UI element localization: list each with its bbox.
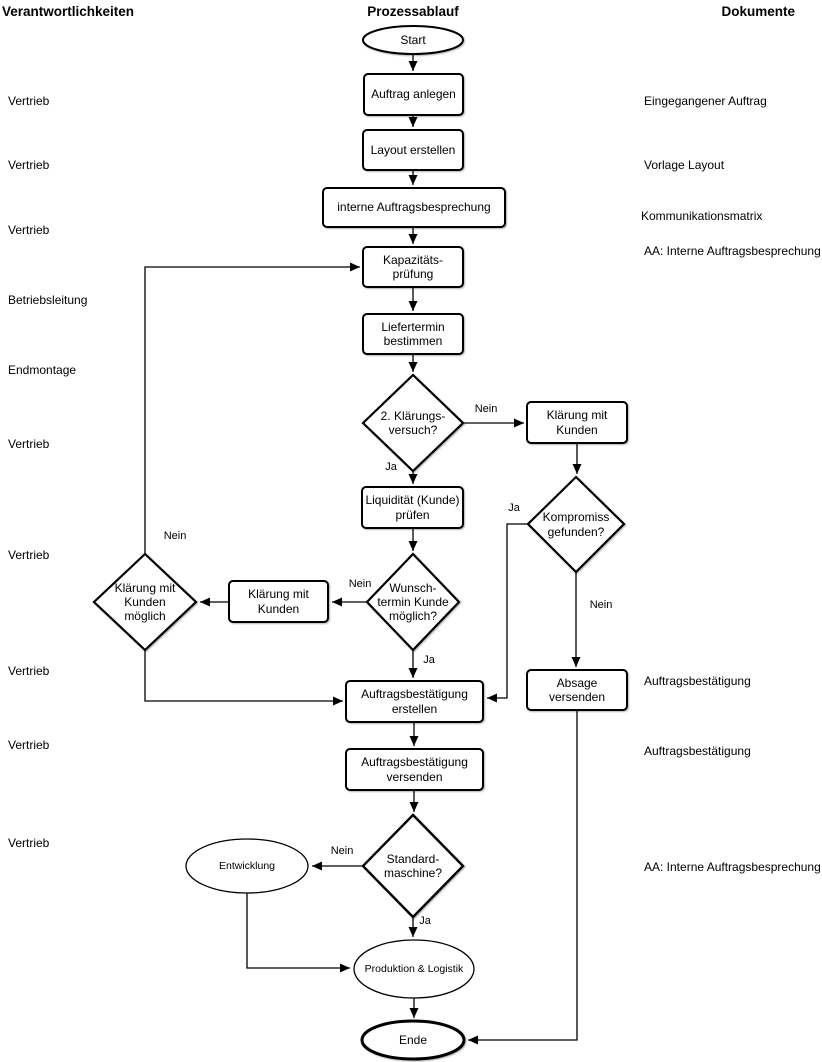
responsibility-label: Vertrieb	[8, 158, 50, 172]
node-shapes	[92, 25, 628, 1061]
ende-ellipse	[360, 1019, 466, 1061]
klaerung-moeglich-diamond	[92, 552, 198, 652]
document-label: Auftragsbestätigung	[644, 674, 751, 688]
edge-label-kompromiss-ja: Ja	[508, 502, 520, 514]
klaerungsversuch-diamond	[361, 373, 465, 473]
node-label-klaerung-kunden-1: Klärung mit Kunden	[546, 408, 608, 437]
node-label-ende: Ende	[398, 1032, 428, 1047]
node-label-auftragsbestaetigung-erstellen: Auftragsbestätigung erstellen	[361, 687, 468, 716]
responsibility-label: Vertrieb	[8, 548, 50, 562]
start-ellipse	[362, 25, 464, 55]
connectors	[144, 54, 582, 1045]
node-label-entwicklung: Entwicklung	[218, 859, 276, 872]
responsibility-label: Endmontage	[8, 363, 77, 377]
klaerung-kunden-2-box	[228, 580, 329, 623]
absage-versenden-box	[526, 669, 628, 711]
edge-label-standardmaschine-nein: Nein	[330, 845, 354, 857]
edge-entwicklung-to-produktion	[246, 893, 350, 973]
column-header-documents: Dokumente	[721, 4, 795, 19]
responsibility-label: Betriebsleitung	[8, 293, 88, 307]
edge-moeglich-to-erstellen	[144, 650, 343, 706]
edge-label-wunschtermin-ja: Ja	[423, 654, 435, 666]
produktion-ellipse	[353, 939, 475, 999]
liefertermin-box	[362, 313, 464, 355]
document-label: Kommunikationsmatrix	[641, 209, 763, 223]
edge-kompromiss-ja	[487, 523, 528, 703]
kompromiss-diamond	[526, 475, 626, 574]
edge-label-wunschtermin-nein: Nein	[348, 578, 372, 590]
interne-besprechung-box	[322, 187, 506, 228]
wunschtermin-diamond	[365, 552, 461, 652]
node-label-klaerung-moeglich: Klärung mit Kunden möglich	[114, 580, 176, 624]
column-header-responsibilities: Verantwortlichkeiten	[2, 4, 135, 19]
edge-label-klaerungsversuch-nein: Nein	[474, 403, 498, 415]
node-label-klaerung-kunden-2: Klärung mit Kunden	[248, 587, 309, 616]
node-label-standardmaschine: Standard- maschine?	[383, 851, 443, 880]
responsibility-label: Vertrieb	[8, 94, 50, 108]
node-label-kompromiss: Kompromiss gefunden?	[542, 510, 610, 539]
standardmaschine-diamond	[361, 813, 465, 919]
responsibility-label: Vertrieb	[8, 836, 50, 850]
entwicklung-ellipse	[185, 838, 309, 894]
node-label-auftragsbestaetigung-versenden: Auftragsbestätigung versenden	[361, 755, 468, 784]
liquiditaet-box	[361, 486, 464, 529]
responsibility-label: Vertrieb	[8, 223, 50, 237]
node-label-liquiditaet: Liquidität (Kunde) prüfen	[365, 493, 460, 522]
kapazitaetspruefung-box	[362, 246, 464, 288]
responsibility-label: Vertrieb	[8, 664, 50, 678]
responsibility-label: Vertrieb	[8, 437, 50, 451]
document-label: Eingegangener Auftrag	[644, 94, 767, 108]
edge-label-klaerungsversuch-ja: Ja	[385, 461, 397, 473]
auftragsbestaetigung-versenden-box	[345, 748, 484, 791]
edge-label-standardmaschine-ja: Ja	[419, 915, 431, 927]
document-label: Vorlage Layout	[644, 158, 725, 172]
auftragsbestaetigung-erstellen-box	[345, 680, 484, 723]
node-label-klaerungsversuch: 2. Klärungs- versuch?	[380, 408, 446, 437]
document-label: Auftragsbestätigung	[644, 744, 751, 758]
node-label-layout-erstellen: Layout erstellen	[370, 142, 456, 157]
edge-moeglich-nein-loop	[144, 262, 360, 554]
node-label-wunschtermin: Wunsch- termin Kunde möglich?	[377, 580, 449, 624]
node-label-kapazitaetspruefung: Kapazitäts- prüfung	[382, 252, 444, 281]
node-label-start: Start	[400, 33, 426, 48]
column-header-process: Prozessablauf	[367, 4, 459, 19]
responsibility-label: Vertrieb	[8, 738, 50, 752]
layout-erstellen-box	[362, 129, 464, 171]
node-label-produktion-logistik: Produktion & Logistik	[364, 962, 464, 975]
document-label: AA: Interne Auftragsbesprechung	[644, 860, 821, 874]
edge-absage-to-ende	[468, 710, 578, 1045]
klaerung-kunden-1-box	[526, 401, 628, 444]
node-label-auftrag-anlegen: Auftrag anlegen	[371, 87, 456, 102]
document-label: AA: Interne Auftragsbesprechung	[644, 244, 821, 258]
node-label-absage-versenden: Absage versenden	[548, 675, 606, 704]
auftrag-anlegen-box	[363, 73, 464, 116]
edge-label-kompromiss-nein: Nein	[589, 599, 613, 611]
edge-label-klaerung-moeglich-nein: Nein	[163, 530, 187, 542]
node-label-liefertermin: Liefertermin bestimmen	[381, 319, 445, 348]
node-label-interne-besprechung: interne Auftragsbesprechung	[337, 200, 491, 215]
